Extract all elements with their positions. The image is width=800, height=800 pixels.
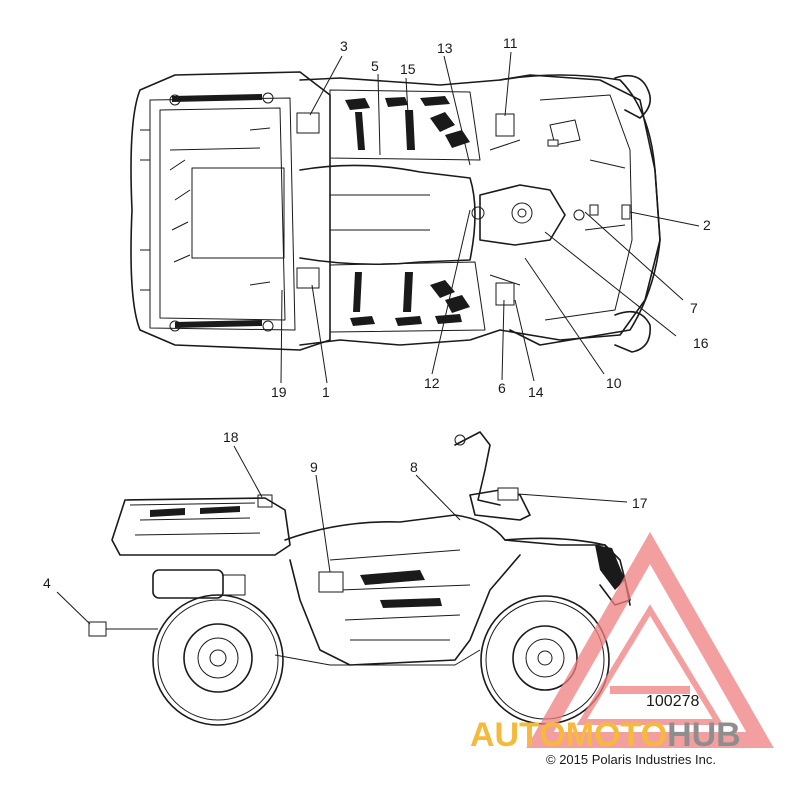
top-view-atv [130, 71, 661, 353]
callout-6: 6 [498, 380, 506, 396]
callout-17: 17 [632, 495, 648, 511]
side-view-atv [88, 431, 631, 726]
callout-18: 18 [223, 429, 239, 445]
callout-9: 9 [310, 459, 318, 475]
callout-15: 15 [400, 61, 416, 77]
callout-19: 19 [271, 384, 287, 400]
callout-12: 12 [424, 375, 440, 391]
callout-5: 5 [371, 58, 379, 74]
callout-14: 14 [528, 384, 544, 400]
callout-8: 8 [410, 459, 418, 475]
drawing-number: 100278 [646, 693, 700, 710]
leader-lines [56, 51, 700, 630]
copyright-notice: © 2015 Polaris Industries Inc. [546, 752, 716, 767]
callout-10: 10 [606, 375, 622, 391]
decal-item-4 [88, 621, 107, 637]
callout-2: 2 [703, 217, 711, 233]
watermark-logo-part-b: HUB [667, 716, 741, 754]
watermark-logo: AUTOMOTOHUB [470, 716, 741, 755]
callout-11: 11 [503, 35, 518, 51]
callout-labels: 3 5 15 13 11 2 7 16 10 14 6 12 1 19 18 9… [43, 35, 711, 591]
watermark-logo-part-a: AUTOMOTO [470, 716, 668, 754]
callout-16: 16 [693, 335, 709, 351]
callout-13: 13 [437, 40, 453, 56]
watermark-triangle [526, 531, 774, 748]
callout-1: 1 [322, 384, 330, 400]
callout-7: 7 [690, 300, 698, 316]
callout-4: 4 [43, 575, 51, 591]
callout-3: 3 [340, 38, 348, 54]
